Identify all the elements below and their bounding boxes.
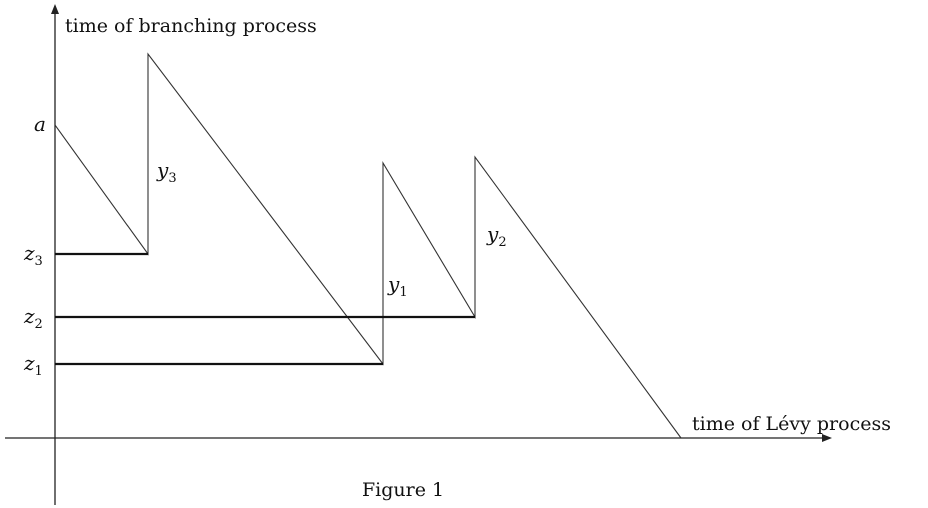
label-y1: y1 xyxy=(387,272,408,300)
label-z1: z1 xyxy=(23,351,43,379)
levy-process-path xyxy=(54,52,682,439)
vertical-axis-arrowhead xyxy=(51,4,59,14)
label-z2: z2 xyxy=(23,304,43,332)
label-y3: y3 xyxy=(156,158,177,186)
label-y2: y2 xyxy=(486,222,507,250)
horizontal-axis-title: time of Lévy process xyxy=(692,413,891,435)
figure-caption: Figure 1 xyxy=(362,479,444,501)
vertical-axis-title: time of branching process xyxy=(65,15,317,37)
label-z3: z3 xyxy=(23,241,43,269)
label-a: a xyxy=(34,112,46,136)
horizontal-axis-arrowhead xyxy=(822,434,832,442)
